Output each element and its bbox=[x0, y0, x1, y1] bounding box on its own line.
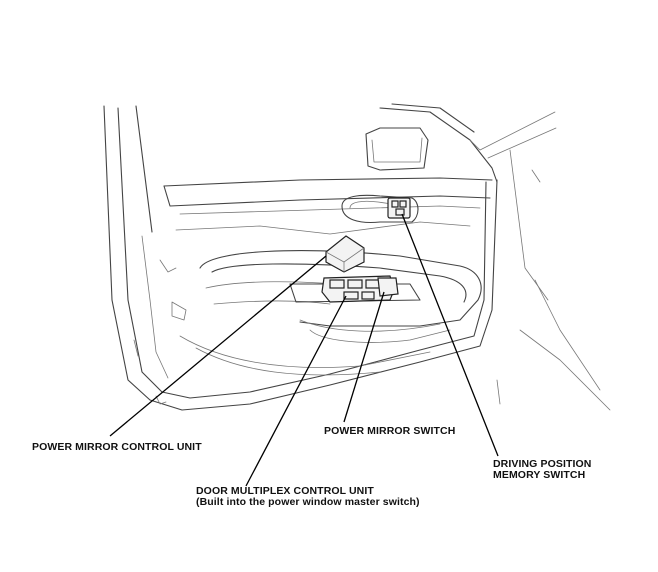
label-memory-switch-line2: MEMORY SWITCH bbox=[493, 469, 586, 481]
leader-power-mirror-switch bbox=[343, 291, 385, 423]
armrest-panel bbox=[179, 250, 482, 376]
label-driving-position-line1: DRIVING POSITION bbox=[493, 458, 592, 470]
leader-driving-position-memory-switch bbox=[401, 213, 499, 457]
door-handle-area bbox=[341, 194, 419, 224]
window-frame bbox=[379, 103, 611, 411]
label-door-multiplex-line2: (Built into the power window master swit… bbox=[196, 496, 420, 508]
upper-trim bbox=[163, 177, 493, 235]
power-window-master-switch bbox=[321, 275, 399, 303]
mirror-switch-knob bbox=[377, 277, 399, 297]
label-power-mirror-switch: POWER MIRROR SWITCH bbox=[324, 425, 456, 437]
label-power-mirror-control-unit: POWER MIRROR CONTROL UNIT bbox=[32, 441, 202, 453]
side-mirror bbox=[365, 127, 429, 171]
leader-power-mirror-control-unit bbox=[109, 255, 327, 437]
leader-door-multiplex-control-unit bbox=[245, 295, 347, 487]
door-frame bbox=[103, 105, 498, 411]
label-door-multiplex-line1: DOOR MULTIPLEX CONTROL UNIT bbox=[196, 485, 374, 497]
leader-lines bbox=[109, 213, 499, 487]
power-mirror-control-unit-box bbox=[325, 235, 365, 273]
